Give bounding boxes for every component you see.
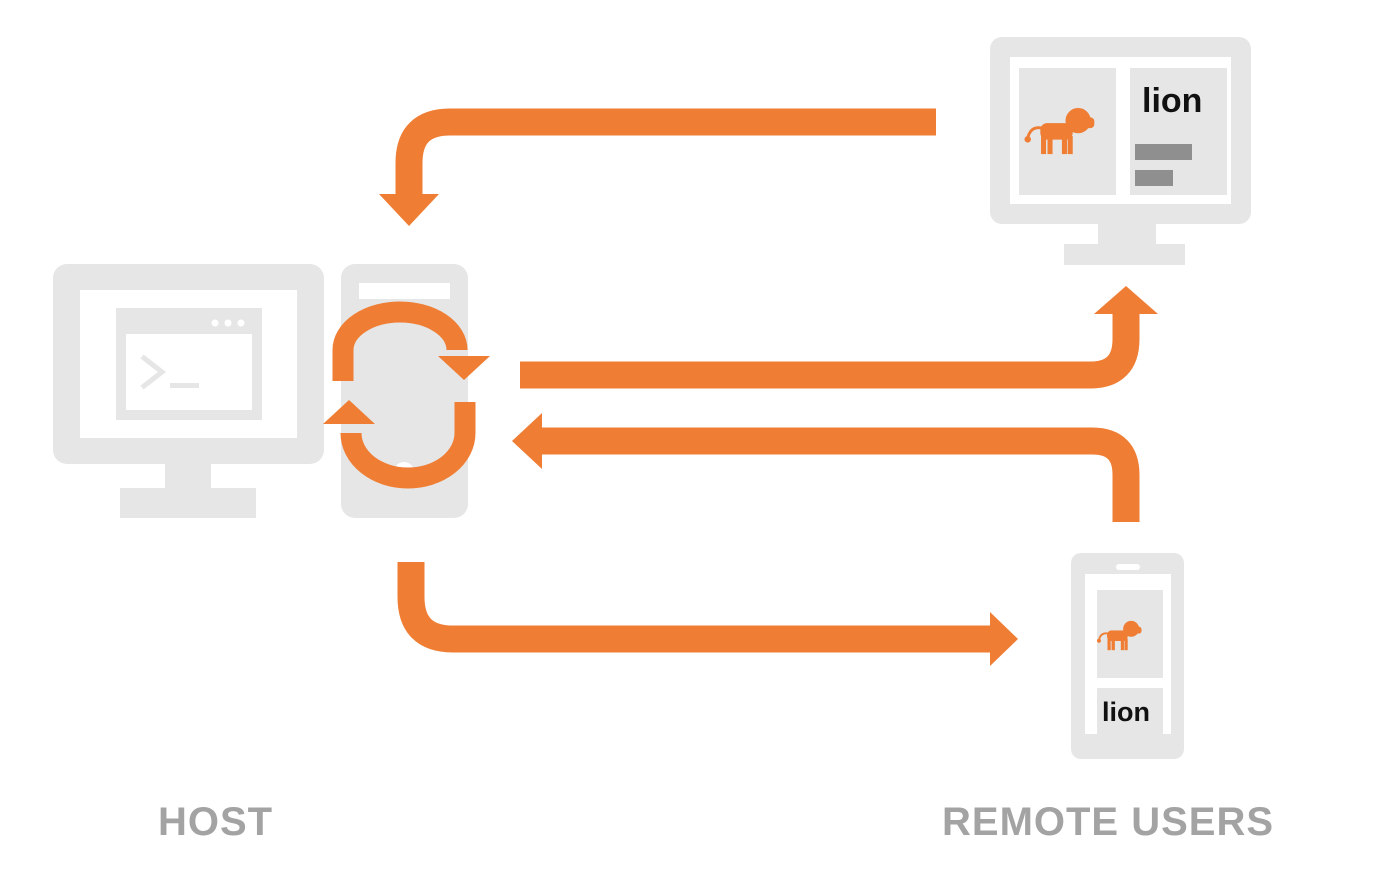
text-placeholder-bar <box>1135 170 1173 186</box>
arrowhead-right <box>990 612 1018 666</box>
terminal-icon <box>116 308 262 420</box>
phone-card-title: lion <box>1102 697 1150 727</box>
sync-cycle-icon <box>332 301 476 489</box>
arrow-host-to-remote-phone <box>397 562 992 653</box>
arrowhead-left <box>512 413 542 469</box>
sync-arrowhead-up <box>323 400 375 424</box>
arrow-remote-desktop-to-host <box>395 108 936 196</box>
remote-phone <box>1071 553 1184 759</box>
host-label: HOST <box>158 800 274 844</box>
sync-arrowhead-down <box>438 356 490 380</box>
arrowhead-up <box>1094 286 1158 314</box>
desktop-card-title: lion <box>1142 82 1202 120</box>
arrow-remote-phone-to-host <box>540 427 1140 522</box>
remote-users-label: REMOTE USERS <box>942 800 1275 844</box>
arrow-host-to-remote-desktop <box>520 312 1140 389</box>
remote-monitor <box>990 37 1251 265</box>
text-placeholder-bar <box>1135 144 1192 160</box>
arrowhead-down <box>379 194 439 226</box>
